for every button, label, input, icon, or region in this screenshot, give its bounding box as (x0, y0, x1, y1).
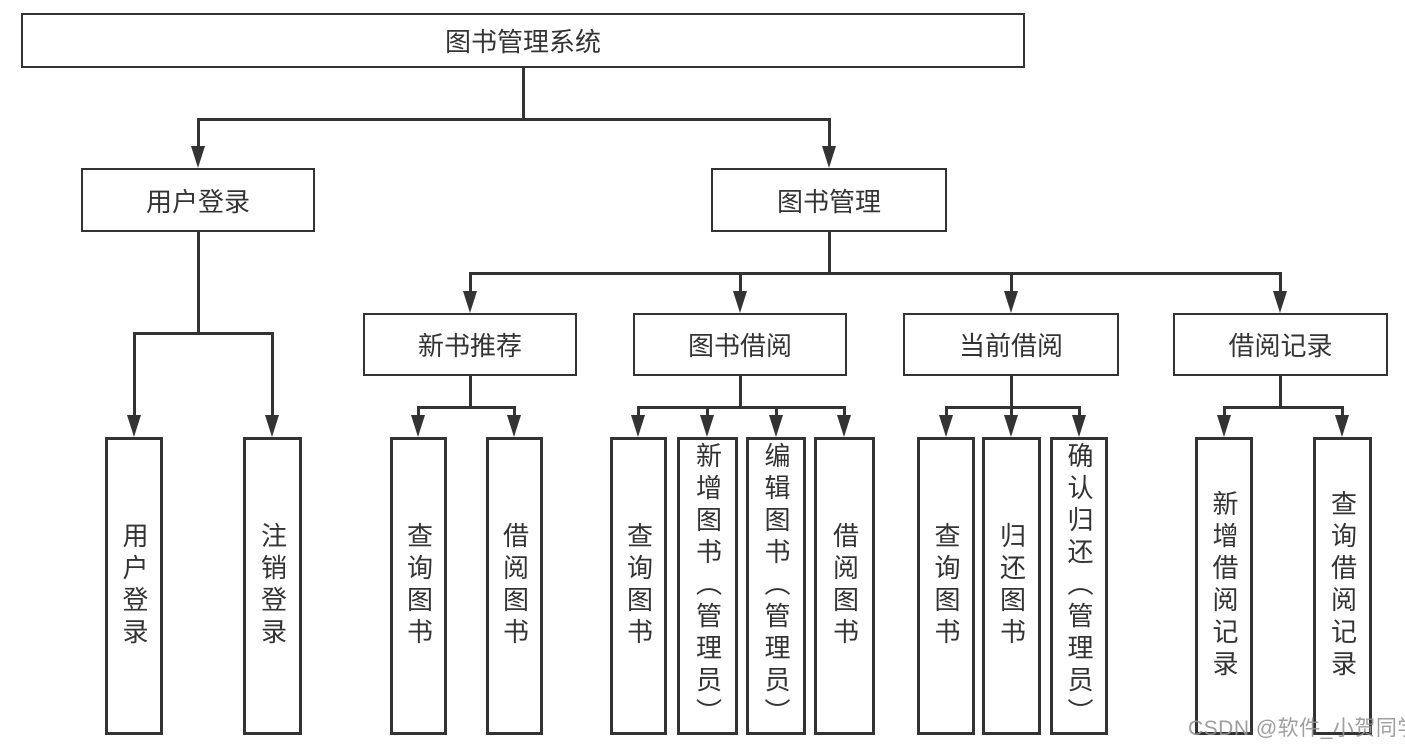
leaf-label: 借阅图书 (499, 522, 530, 650)
connector-stem (739, 272, 742, 294)
connector-book-mgmt-stem (828, 232, 831, 275)
connector-stem (1341, 406, 1344, 418)
node-user-login: 用户登录 (81, 168, 315, 232)
csdn-watermark: CSDN @软件_小贺同学 (1188, 717, 1405, 740)
arrow-down-icon (837, 415, 851, 437)
leaf-label: 用户登录 (119, 522, 149, 650)
arrow-down-icon (1335, 415, 1349, 437)
connector-user-login-rail (133, 332, 274, 335)
leaf-add-borrow-record: 新增借阅记录 (1195, 437, 1253, 735)
connector-stem (271, 332, 274, 418)
leaf-label: 新增图书（管理员） (692, 442, 723, 730)
leaf-return-books: 归还图书 (982, 437, 1041, 735)
arrow-down-icon (1004, 415, 1018, 437)
connector-stem (469, 272, 472, 294)
leaf-edit-books-admin: 编辑图书（管理员） (746, 437, 806, 735)
connector-stem (469, 376, 472, 409)
connector-rail (1223, 406, 1343, 409)
arrow-down-icon (265, 415, 279, 437)
leaf-query-books-current: 查询图书 (917, 437, 975, 735)
connector-rail (637, 406, 845, 409)
leaf-label: 确认归还（管理员） (1064, 442, 1094, 730)
leaf-label: 查询图书 (931, 522, 961, 650)
arrow-down-icon (191, 146, 205, 168)
leaf-query-books-recommend: 查询图书 (390, 437, 447, 735)
connector-stem (1279, 376, 1282, 409)
leaf-user-login: 用户登录 (105, 437, 163, 735)
connector-rail (417, 406, 516, 409)
arrow-down-icon (631, 415, 645, 437)
arrow-down-icon (1217, 415, 1231, 437)
leaf-borrow-books: 借阅图书 (814, 437, 875, 735)
node-label: 借阅记录 (1228, 331, 1333, 361)
arrow-down-icon (822, 146, 836, 168)
connector-stem (1223, 406, 1226, 418)
connector-stem (1010, 406, 1013, 418)
node-system-root: 图书管理系统 (21, 13, 1025, 68)
node-label: 当前借阅 (958, 331, 1063, 361)
leaf-add-books-admin: 新增图书（管理员） (677, 437, 738, 735)
connector-stem (637, 406, 640, 418)
connector-stem (739, 376, 742, 409)
leaf-label: 查询图书 (623, 522, 654, 650)
leaf-label: 注销登录 (257, 522, 288, 650)
node-label: 图书管理 (776, 186, 881, 217)
connector-stem (1010, 376, 1013, 409)
leaf-label: 查询借阅记录 (1327, 490, 1358, 682)
arrow-down-icon (700, 415, 714, 437)
leaf-confirm-return-admin: 确认归还（管理员） (1050, 437, 1108, 735)
leaf-borrow-books-recommend: 借阅图书 (486, 437, 543, 735)
node-label: 图书管理系统 (444, 27, 601, 57)
connector-stem (1279, 272, 1282, 294)
connector-stem (706, 406, 709, 418)
connector-root-stem (522, 68, 525, 120)
arrow-down-icon (127, 415, 141, 437)
leaf-label: 查询图书 (403, 522, 434, 650)
connector-stem (1078, 406, 1081, 418)
node-book-borrow: 图书借阅 (633, 313, 847, 376)
arrow-down-icon (769, 415, 783, 437)
arrow-down-icon (411, 415, 425, 437)
node-current-borrow: 当前借阅 (903, 313, 1119, 376)
leaf-label: 借阅图书 (829, 522, 860, 650)
leaf-label: 新增借阅记录 (1209, 490, 1239, 682)
connector-stem (828, 118, 831, 148)
connector-stem (775, 406, 778, 418)
connector-stem (513, 406, 516, 418)
arrow-down-icon (1273, 291, 1287, 313)
arrow-down-icon (1004, 291, 1018, 313)
node-new-book-recommend: 新书推荐 (363, 313, 577, 376)
node-label: 图书借阅 (687, 331, 792, 361)
connector-root-rail (197, 118, 831, 121)
connector-stem (133, 332, 136, 418)
node-label: 新书推荐 (417, 331, 522, 361)
leaf-query-books-borrow: 查询图书 (610, 437, 667, 735)
connector-stem (417, 406, 420, 418)
arrow-down-icon (939, 415, 953, 437)
connector-stem (1010, 272, 1013, 294)
leaf-label: 编辑图书（管理员） (761, 442, 791, 730)
node-book-management: 图书管理 (711, 168, 947, 232)
connector-stem (945, 406, 948, 418)
connector-rail (945, 406, 1081, 409)
node-borrow-records: 借阅记录 (1173, 313, 1388, 376)
leaf-label: 归还图书 (996, 522, 1027, 650)
connector-user-login-stem (197, 232, 200, 335)
arrow-down-icon (507, 415, 521, 437)
connector-stem (197, 118, 200, 148)
arrow-down-icon (733, 291, 747, 313)
leaf-query-borrow-record: 查询借阅记录 (1313, 437, 1372, 735)
arrow-down-icon (463, 291, 477, 313)
connector-stem (843, 406, 846, 418)
node-label: 用户登录 (145, 186, 250, 217)
connector-book-mgmt-rail (469, 272, 1282, 275)
leaf-logout: 注销登录 (243, 437, 302, 735)
arrow-down-icon (1072, 415, 1086, 437)
